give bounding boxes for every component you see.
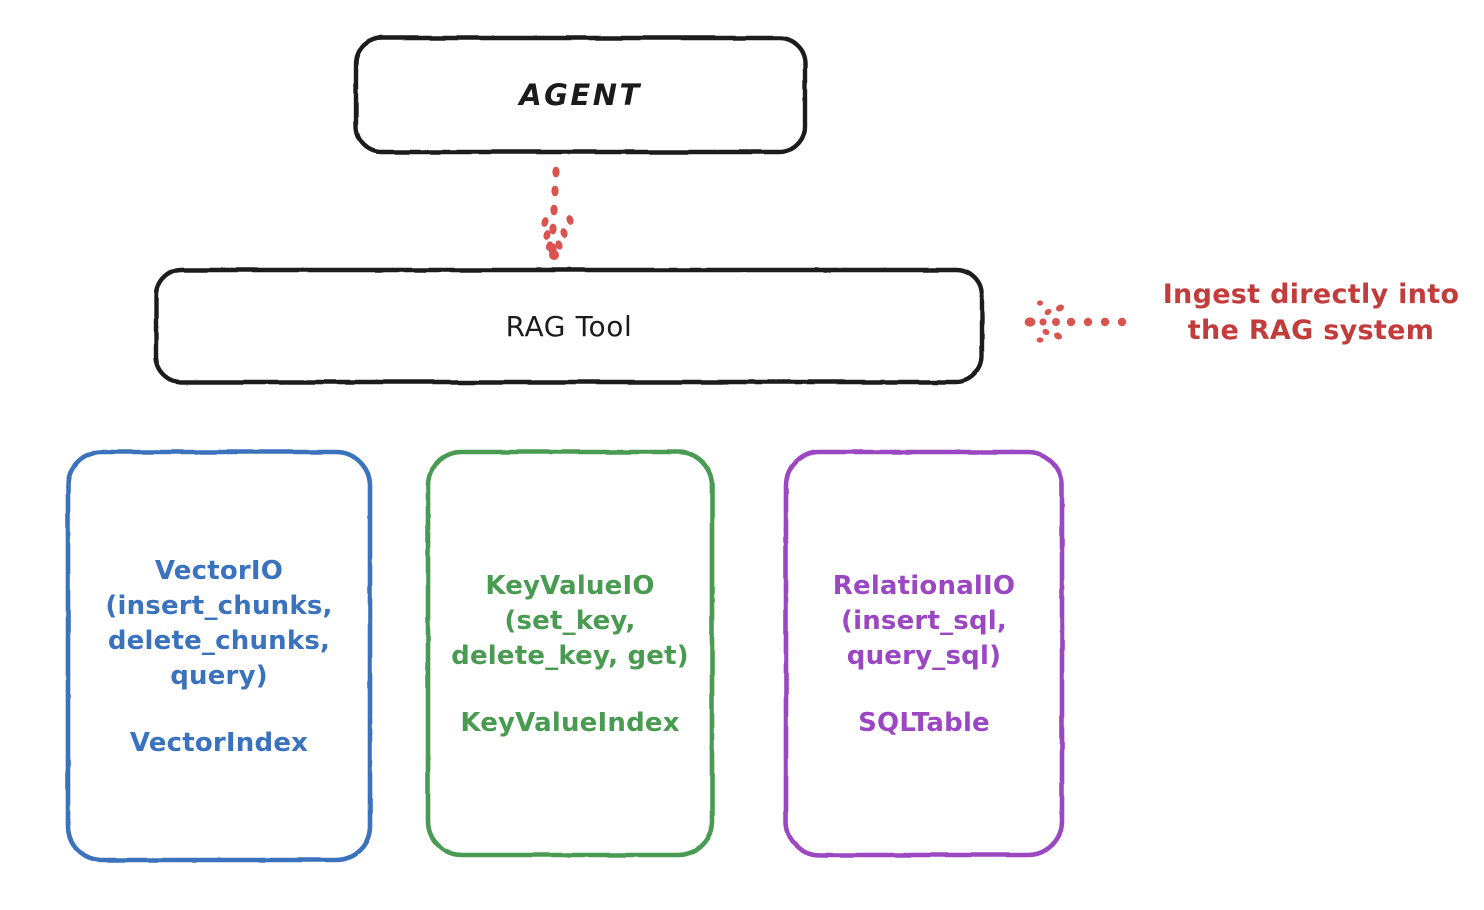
agent-node[interactable]	[353, 35, 808, 155]
vector-io-node[interactable]	[65, 449, 373, 863]
agent-box[interactable]	[353, 35, 808, 155]
key-value-io-node[interactable]	[425, 449, 715, 858]
rag-tool-box[interactable]	[153, 267, 985, 385]
vector-io-box[interactable]	[65, 449, 373, 863]
rag-tool-node[interactable]	[153, 267, 985, 385]
key-value-io-box[interactable]	[425, 449, 715, 858]
relational-io-node[interactable]	[783, 449, 1065, 858]
connector-agent-to-rag	[541, 166, 574, 260]
relational-io-box[interactable]	[783, 449, 1065, 858]
connector-note-to-rag	[1024, 300, 1127, 343]
